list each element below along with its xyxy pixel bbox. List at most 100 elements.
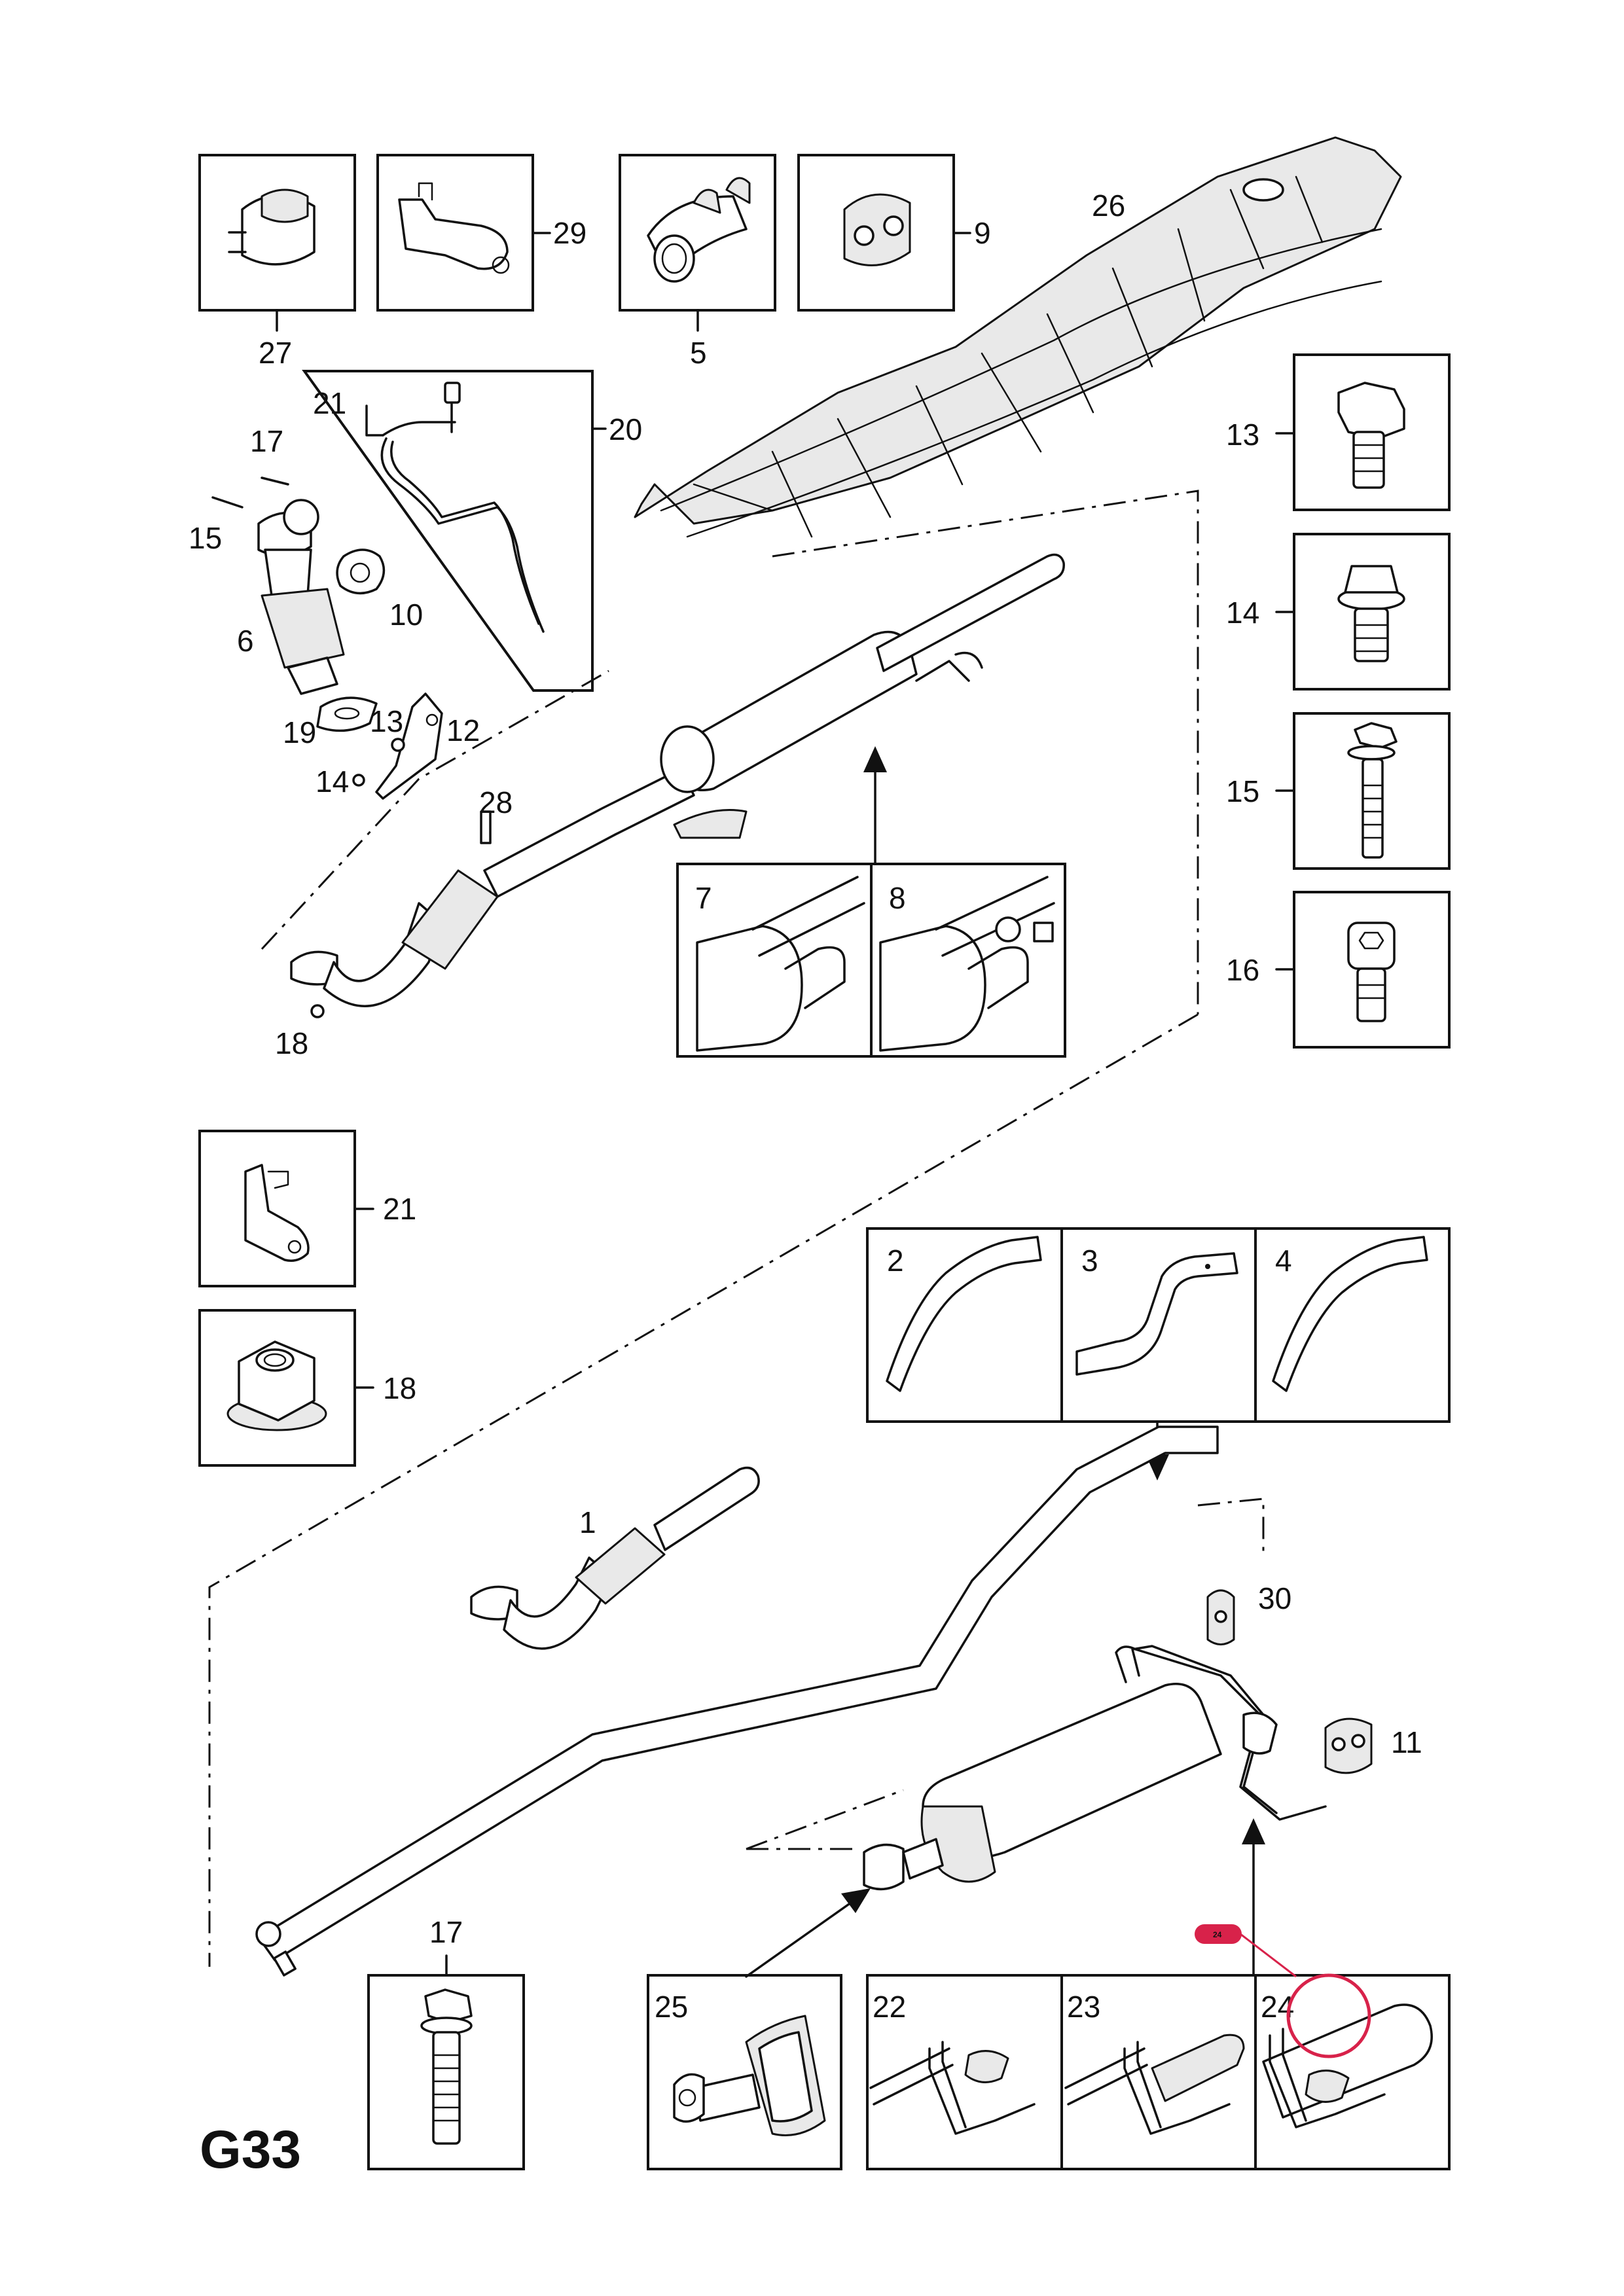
label-27: 27: [259, 336, 292, 370]
variant-23-icon: [1064, 2034, 1245, 2135]
part-box-29[interactable]: 29: [376, 154, 586, 312]
label-21-box: 21: [383, 1192, 416, 1226]
label-17-bottom: 17: [429, 1915, 463, 1949]
part-box-15[interactable]: 15: [1226, 712, 1451, 870]
clamp-27-icon: [228, 188, 316, 266]
annotation-badge-text: 24: [1213, 1930, 1222, 1939]
label-16: 16: [1226, 953, 1259, 987]
label-28: 28: [479, 785, 513, 819]
label-2: 2: [887, 1244, 904, 1278]
label-17-top: 17: [250, 424, 283, 458]
part-box-13[interactable]: 13: [1226, 353, 1451, 511]
part-box-27[interactable]: 27: [198, 154, 356, 370]
label-19: 19: [283, 715, 316, 749]
rubber-mount-30[interactable]: [1206, 1589, 1235, 1645]
variant-3-icon: [1075, 1252, 1238, 1376]
phantom-line-upper: [261, 670, 609, 950]
label-4: 4: [1275, 1244, 1292, 1278]
variant-box-25[interactable]: 25: [647, 1974, 842, 2170]
bolt-13-icon: [391, 738, 405, 752]
label-7: 7: [695, 881, 712, 915]
part-box-5[interactable]: 5: [619, 154, 776, 370]
flange-nut-18-icon: [226, 1340, 327, 1431]
front-pipe-1[interactable]: [470, 1466, 760, 1650]
bracket-29-icon: [398, 182, 510, 274]
annotation-leader: [1240, 1933, 1297, 1978]
label-13-mid: 13: [1226, 418, 1259, 452]
intermediate-pipe[interactable]: [255, 1426, 1219, 1977]
part-box-18[interactable]: 18: [198, 1309, 416, 1467]
nut-14-icon: [352, 774, 365, 787]
clamp-5-icon: [647, 177, 751, 283]
label-3: 3: [1081, 1244, 1098, 1278]
part-box-16[interactable]: 16: [1226, 891, 1451, 1049]
label-1: 1: [579, 1505, 596, 1539]
center-muffler[interactable]: [660, 553, 1065, 839]
part-box-17[interactable]: 17: [367, 1915, 525, 2170]
variant-4-icon: [1272, 1236, 1428, 1392]
variant-2-icon: [886, 1236, 1042, 1392]
annotation-circle: [1286, 1973, 1371, 2058]
variant-box-22-23-24[interactable]: 22 23 24: [866, 1974, 1451, 2170]
nut-18-icon: [310, 1004, 325, 1018]
phantom-line-rear: [1197, 1498, 1265, 1551]
bolt-15-icon: [211, 496, 244, 509]
small-bolts: [211, 476, 492, 1018]
label-14-mid: 14: [1226, 596, 1259, 630]
label-25: 25: [655, 1990, 688, 2024]
label-21-inset: 21: [313, 386, 346, 420]
sensor-panel-20[interactable]: 20 21: [302, 370, 642, 692]
catalytic-converter-6[interactable]: [257, 499, 345, 695]
oxygen-sensor-20-icon: [365, 382, 545, 633]
long-bolt-15-icon: [1347, 722, 1398, 859]
hex-bolt-13-icon: [1337, 382, 1405, 489]
front-pipe-assembly[interactable]: [290, 768, 695, 1007]
variant-24-icon: [1262, 2003, 1433, 2128]
gasket-10[interactable]: [336, 548, 386, 595]
label-20: 20: [609, 412, 642, 446]
arrow-25: [745, 1897, 859, 1978]
flange-bolt-14-icon: [1337, 565, 1405, 662]
label-18-box: 18: [383, 1371, 416, 1405]
label-11: 11: [1391, 1725, 1422, 1759]
phantom-line-main: [208, 1013, 1199, 1967]
part-box-9[interactable]: 9: [797, 154, 991, 312]
annotation-badge[interactable]: [1195, 1924, 1242, 1944]
page-code: G33: [200, 2120, 301, 2179]
phantom-line-muffler: [746, 1789, 904, 1850]
rubber-mount-11[interactable]: [1324, 1717, 1373, 1774]
label-15-mid: 15: [1226, 774, 1259, 808]
part-box-14[interactable]: 14: [1226, 533, 1451, 691]
variant-box-2-3-4[interactable]: 2 3 4: [866, 1227, 1451, 1423]
label-26: 26: [1092, 188, 1125, 223]
bracket-21-icon: [244, 1164, 310, 1262]
bolt-17-large-icon: [420, 1988, 473, 2145]
part-box-21[interactable]: 21: [198, 1130, 416, 1287]
label-5: 5: [690, 336, 707, 370]
variant-box-7-8[interactable]: 7 8: [676, 863, 1066, 1058]
heat-shield-26[interactable]: [634, 136, 1402, 538]
variant-7-icon: [696, 876, 865, 1052]
label-23: 23: [1067, 1990, 1100, 2024]
annotation-marker[interactable]: 24: [1195, 1924, 1371, 2058]
label-10: 10: [389, 598, 423, 632]
label-8: 8: [889, 881, 906, 915]
label-15-top: 15: [189, 521, 222, 555]
label-12: 12: [446, 713, 480, 747]
gasket-19[interactable]: [316, 696, 378, 732]
label-18-mid: 18: [275, 1026, 308, 1060]
label-13-top: 13: [370, 704, 403, 738]
label-29: 29: [553, 216, 586, 250]
sensor-28-icon: [480, 810, 492, 844]
bracket-12[interactable]: [375, 692, 443, 800]
socket-bolt-16-icon: [1347, 922, 1396, 1022]
label-30: 30: [1258, 1581, 1291, 1615]
variant-22-icon: [869, 2041, 1036, 2135]
label-6: 6: [237, 624, 254, 658]
rear-muffler[interactable]: [863, 1645, 1327, 1891]
variant-25-icon: [673, 2015, 826, 2136]
rubber-mount-9-icon: [843, 193, 911, 266]
label-22: 22: [873, 1990, 906, 2024]
phantom-line-right: [772, 490, 1199, 1014]
